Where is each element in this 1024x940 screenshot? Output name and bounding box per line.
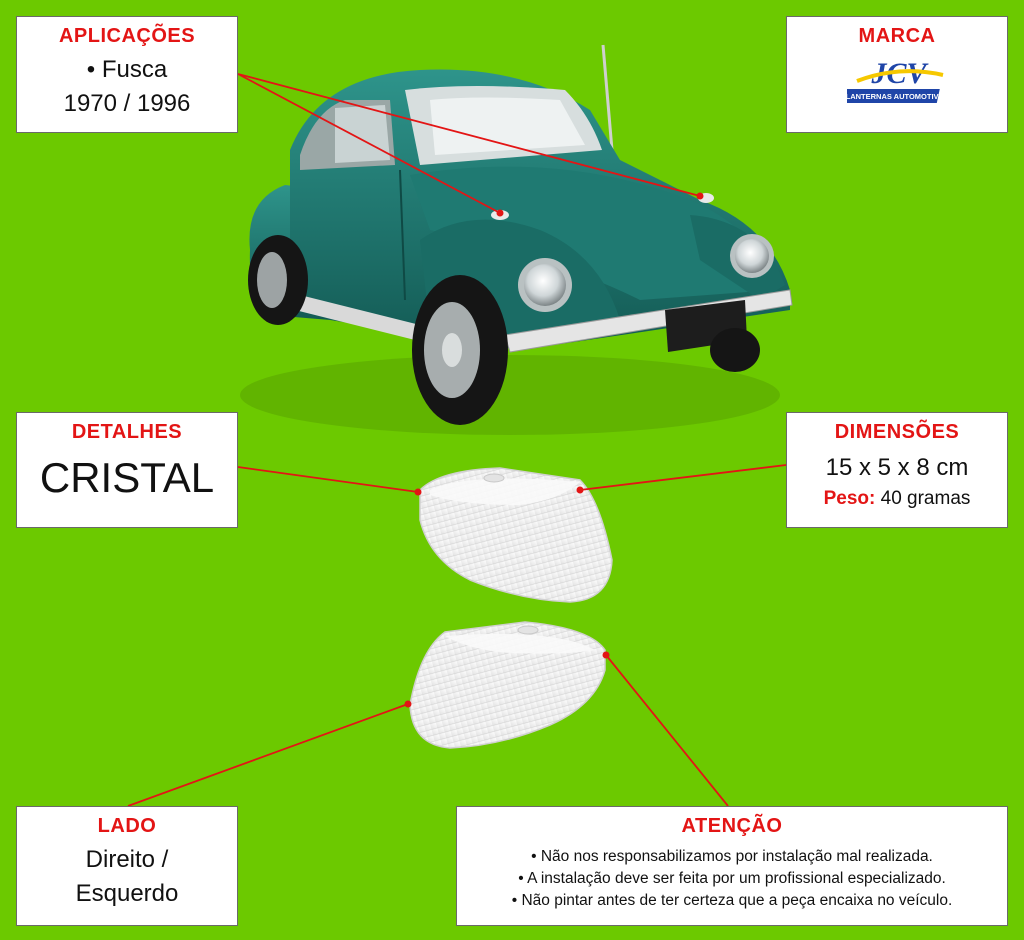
aplicacoes-years: 1970 / 1996: [63, 90, 191, 117]
weight-value: 40 gramas: [880, 488, 971, 509]
aplicacoes-model: • Fusca: [86, 56, 168, 83]
atencao-note: • Não nos responsabilizamos por instalaç…: [531, 848, 933, 865]
dimensoes-value: 15 x 5 x 8 cm: [825, 454, 969, 481]
weight-label: Peso:: [823, 488, 876, 509]
lens-image-bottom: [409, 621, 606, 749]
marca-card: MARCA JCV LANTERNAS AUTOMOTIVAS: [786, 16, 1008, 133]
atencao-title: ATENÇÃO: [681, 815, 783, 837]
detalhes-value: CRISTAL: [39, 454, 215, 501]
atencao-card: ATENÇÃO • Não nos responsabilizamos por …: [456, 806, 1008, 926]
lado-card: LADO Direito / Esquerdo: [16, 806, 238, 926]
marca-title: MARCA: [858, 25, 936, 47]
lado-title: LADO: [97, 815, 157, 837]
detalhes-title: DETALHES: [71, 421, 183, 443]
detalhes-card: DETALHES CRISTAL: [16, 412, 238, 528]
lado-line1: Direito /: [85, 846, 169, 873]
atencao-note: • A instalação deve ser feita por um pro…: [518, 870, 946, 887]
car-image: [240, 44, 793, 435]
atencao-note: • Não pintar antes de ter certeza que a …: [511, 892, 953, 909]
dimensoes-card: DIMENSÕES 15 x 5 x 8 cm Peso: 40 gramas: [786, 412, 1008, 528]
jcv-logo: JCV LANTERNAS AUTOMOTIVAS: [840, 55, 951, 107]
lens-image-top: [419, 467, 613, 603]
aplicacoes-card: APLICAÇÕES • Fusca 1970 / 1996: [16, 16, 238, 133]
pointer-lines: [127, 73, 787, 807]
aplicacoes-title: APLICAÇÕES: [58, 25, 196, 47]
dimensoes-weight: Peso: 40 gramas: [787, 488, 1007, 510]
dimensoes-title: DIMENSÕES: [834, 421, 960, 443]
pointer-dots: [404, 192, 704, 708]
jcv-logo-subtext: LANTERNAS AUTOMOTIVAS: [847, 92, 948, 101]
lado-line2: Esquerdo: [75, 880, 179, 907]
